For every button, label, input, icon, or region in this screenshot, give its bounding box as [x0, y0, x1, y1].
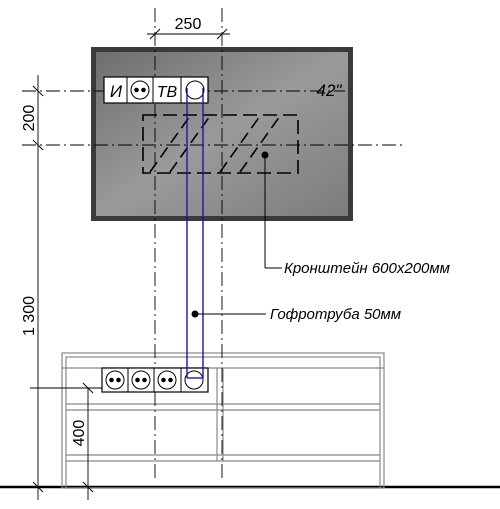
tv-socket-label: ТВ	[157, 84, 178, 101]
tv-size-label: 42"	[317, 81, 343, 100]
lower-power-socket-icon-3	[157, 370, 177, 390]
dimension-200	[32, 85, 44, 493]
dimension-label-200: 200	[21, 105, 38, 132]
power-socket-icon	[130, 80, 150, 100]
bracket-callout	[261, 151, 282, 269]
dimension-400	[82, 382, 94, 493]
dimension-label-1300: 1 300	[21, 296, 38, 336]
bracket-outline	[142, 114, 299, 174]
extension-lines	[30, 75, 102, 500]
conduit-pipe	[186, 88, 204, 379]
tv-cabinet	[61, 352, 385, 489]
lower-conduit-outlet-icon	[184, 370, 204, 390]
internet-socket-label: И	[110, 82, 123, 101]
lower-power-socket-icon-2	[131, 370, 151, 390]
dimension-label-400: 400	[71, 420, 88, 447]
lower-power-socket-icon-1	[105, 370, 125, 390]
bracket-callout-label: Кронштейн 600х200мм	[284, 260, 450, 277]
dimension-label-250: 250	[175, 16, 202, 33]
dimension-250	[147, 28, 230, 40]
conduit-callout-label: Гофротруба 50мм	[270, 306, 401, 323]
conduit-callout	[191, 310, 266, 318]
conduit-outlet-icon	[185, 80, 205, 100]
upper-socket-block	[103, 76, 209, 104]
